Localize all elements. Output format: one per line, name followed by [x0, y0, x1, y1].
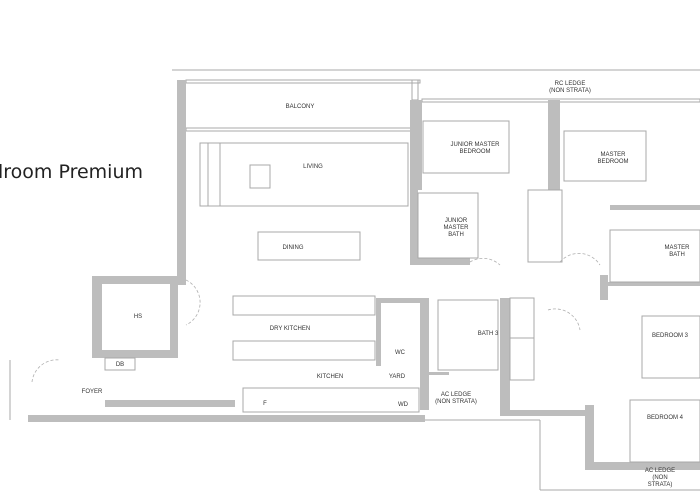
- foyer-label: FOYER: [82, 389, 103, 395]
- rc-ledge-label-2: (NON STRATA): [549, 88, 591, 94]
- db-label: DB: [116, 362, 124, 368]
- hs-label: HS: [134, 314, 142, 320]
- bedroom4-label: BEDROOM 4: [647, 415, 684, 421]
- ac-ledge-2-label-2: (NON: [652, 475, 667, 481]
- bedroom3-label: BEDROOM 3: [652, 333, 689, 339]
- living-label: LIVING: [303, 164, 323, 170]
- kitchen-label: KITCHEN: [317, 374, 343, 380]
- ac-ledge-1-label-2: (NON STRATA): [435, 399, 477, 405]
- master-bath-label-2: BATH: [669, 252, 685, 258]
- balcony-label: BALCONY: [286, 104, 315, 110]
- junior-master-bedroom-label-2: BEDROOM: [459, 149, 490, 155]
- bath3-label: BATH 3: [478, 331, 499, 337]
- master-bath-label-1: MASTER: [664, 245, 690, 251]
- ac-ledge-1-label-1: AC LEDGE: [441, 392, 471, 398]
- master-bedroom-label-1: MASTER: [600, 152, 626, 158]
- junior-master-bath-label-3: BATH: [448, 232, 464, 238]
- outline: [172, 69, 700, 132]
- fridge-label: F: [263, 401, 267, 407]
- yard-label: YARD: [389, 374, 406, 380]
- rc-ledge-label-1: RC LEDGE: [555, 81, 586, 87]
- plan-title: lroom Premium: [0, 161, 143, 183]
- dry-kitchen-label: DRY KITCHEN: [270, 326, 310, 332]
- wd-label: WD: [398, 402, 409, 408]
- wc-label: WC: [395, 350, 406, 356]
- walls: [28, 80, 700, 470]
- master-bedroom-label-2: BEDROOM: [597, 159, 628, 165]
- room-labels: RC LEDGE (NON STRATA) BALCONY LIVING DIN…: [82, 81, 690, 488]
- junior-master-bath-label-1: JUNIOR: [445, 218, 468, 224]
- dining-label: DINING: [283, 245, 304, 251]
- furniture: [9, 120, 700, 491]
- ac-ledge-2-label-3: STRATA): [648, 482, 673, 488]
- junior-master-bedroom-label-1: JUNIOR MASTER: [450, 142, 500, 148]
- ac-ledge-2-label-1: AC LEDGE: [645, 468, 675, 474]
- junior-master-bath-label-2: MASTER: [443, 225, 469, 231]
